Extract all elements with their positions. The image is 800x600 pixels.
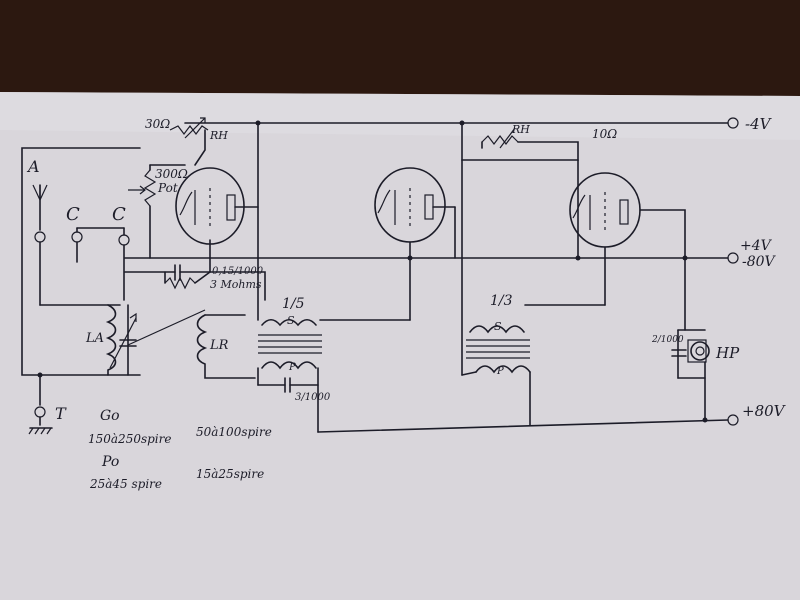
plus-80v-rail [317, 419, 729, 433]
po-label: Po [101, 454, 119, 470]
pot-label: Pot [157, 181, 178, 195]
stage1 [124, 117, 266, 379]
lr-spire-label-1: 50à100spire [196, 425, 272, 439]
stage3 [461, 122, 710, 426]
terminal-minus-4v: -4V [745, 115, 773, 133]
bypass-cap-label: 3/1000 [295, 392, 331, 403]
terminal-minus-80v: -80V [742, 254, 777, 270]
ground-label: T [55, 404, 67, 423]
rheostat-30-label: 30Ω [145, 117, 170, 131]
ratio-1-3-label: 1/3 [490, 293, 513, 309]
p-label-2: P [496, 366, 504, 377]
grid-leak-label: 3 Mohms [210, 278, 262, 291]
la-label: LA [85, 331, 104, 346]
la-coil [105, 304, 206, 376]
c-label-2: C [112, 204, 126, 225]
c-label-1: C [66, 204, 80, 225]
rh-label-1: RH [209, 129, 228, 142]
terminal-plus-80v: +80V [742, 402, 787, 420]
po-spire-label: 25à45 spire [89, 477, 162, 491]
lr-spire-label-2: 15à25spire [196, 467, 264, 481]
rails [124, 117, 739, 433]
p-label-1: P [288, 362, 296, 373]
antenna-label: A [26, 157, 40, 176]
paper-sheet [0, 92, 800, 600]
lr-label: LR [209, 338, 229, 353]
terminal-plus-4v: +4V [740, 238, 773, 254]
hp-speaker-icon [690, 341, 710, 361]
s-label-1: S [287, 314, 295, 327]
ratio-1-5-label: 1/5 [282, 296, 305, 312]
rheostat-10-label: 10Ω [592, 127, 617, 141]
output-cap-label: 2/1000 [651, 335, 684, 345]
rh-label-2: RH [511, 123, 530, 136]
stage2 [257, 167, 456, 433]
go-spire-label: 150à250spire [88, 432, 171, 446]
s-label-2: S [494, 320, 502, 333]
grid-cap-label: 0,15/1000 [212, 266, 264, 277]
hp-label: HP [715, 344, 740, 362]
pot-value-label: 300Ω [155, 167, 188, 181]
antenna-section [21, 147, 141, 435]
go-label: Go [100, 408, 120, 424]
